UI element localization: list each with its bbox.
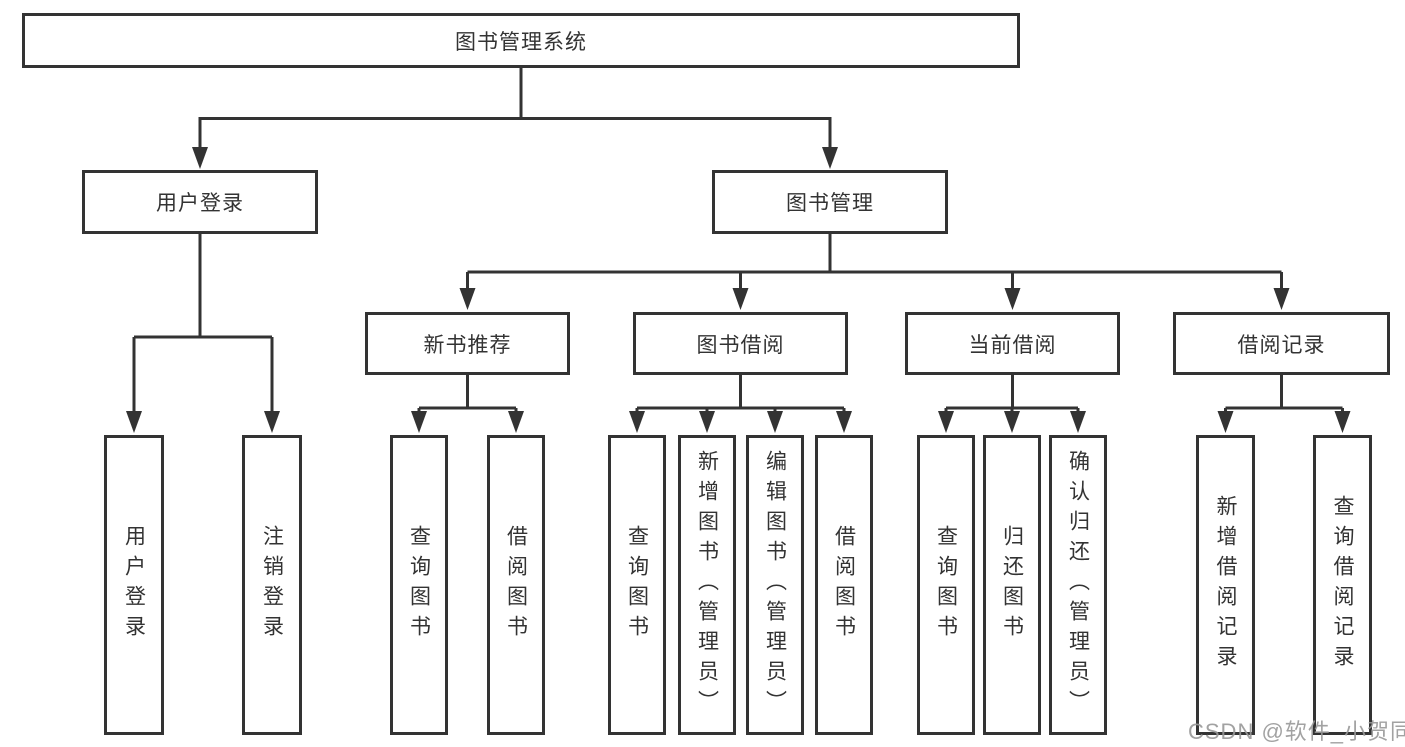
leaf-confirm-return-admin: 确认归还（管理员）	[1049, 435, 1107, 735]
leaf-query-books-current: 查询图书	[917, 435, 975, 735]
leaf-query-books-recommend: 查询图书	[390, 435, 448, 735]
csdn-watermark: CSDN @软件_小贺同学	[1188, 719, 1405, 744]
node-borrow-records-label: 借阅记录	[1237, 333, 1326, 357]
leaf-query-books-borrow: 查询图书	[608, 435, 666, 735]
arrowhead-icons	[126, 147, 1351, 433]
leaf-borrow-books-recommend: 借阅图书	[487, 435, 545, 735]
leaf-query-books-current-label: 查询图书	[934, 525, 958, 645]
node-book-management: 图书管理	[712, 170, 948, 234]
node-root-system: 图书管理系统	[22, 13, 1020, 68]
leaf-add-books-admin-label: 新增图书（管理员）	[695, 450, 719, 720]
leaf-query-books-borrow-label: 查询图书	[625, 525, 649, 645]
node-book-management-label: 图书管理	[786, 192, 874, 215]
node-current-borrow: 当前借阅	[905, 312, 1120, 375]
leaf-edit-books-admin-label: 编辑图书（管理员）	[763, 450, 787, 720]
node-new-book-recommend-label: 新书推荐	[423, 333, 512, 357]
leaf-add-books-admin: 新增图书（管理员）	[678, 435, 736, 735]
node-current-borrow-label: 当前借阅	[968, 333, 1057, 357]
leaf-borrow-books-label: 借阅图书	[832, 525, 856, 645]
leaf-borrow-books: 借阅图书	[815, 435, 873, 735]
node-new-book-recommend: 新书推荐	[365, 312, 570, 375]
node-borrow-records: 借阅记录	[1173, 312, 1390, 375]
leaf-borrow-books-recommend-label: 借阅图书	[504, 525, 528, 645]
leaf-edit-books-admin: 编辑图书（管理员）	[746, 435, 804, 735]
leaf-add-borrow-record: 新增借阅记录	[1196, 435, 1255, 735]
leaf-query-borrow-record: 查询借阅记录	[1313, 435, 1372, 735]
leaf-add-borrow-record-label: 新增借阅记录	[1214, 495, 1237, 675]
leaf-confirm-return-admin-label: 确认归还（管理员）	[1066, 450, 1090, 720]
leaf-logout: 注销登录	[242, 435, 302, 735]
leaf-query-books-recommend-label: 查询图书	[407, 525, 431, 645]
node-user-login: 用户登录	[82, 170, 318, 234]
leaf-user-login-label: 用户登录	[122, 525, 146, 645]
leaf-query-borrow-record-label: 查询借阅记录	[1331, 495, 1354, 675]
leaf-user-login: 用户登录	[104, 435, 164, 735]
tree-branch-lines	[132, 68, 1344, 414]
leaf-return-books: 归还图书	[983, 435, 1041, 735]
node-root-label: 图书管理系统	[455, 30, 587, 54]
node-user-login-label: 用户登录	[156, 192, 244, 215]
node-book-borrow-label: 图书借阅	[696, 333, 785, 357]
leaf-logout-label: 注销登录	[260, 525, 284, 645]
node-book-borrow: 图书借阅	[633, 312, 848, 375]
leaf-return-books-label: 归还图书	[1000, 525, 1024, 645]
